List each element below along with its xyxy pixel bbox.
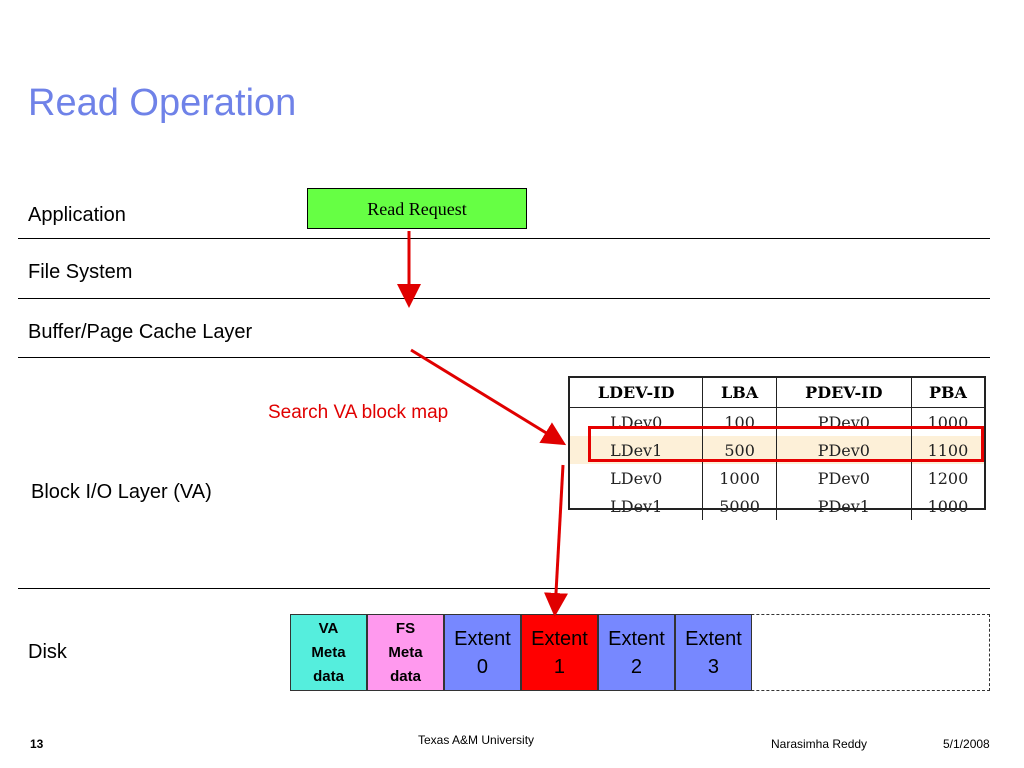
cell-line: Meta — [311, 643, 346, 661]
cell-line: data — [390, 667, 421, 685]
read-request-box: Read Request — [307, 188, 527, 229]
cell-line: VA — [318, 619, 339, 637]
divider-line — [18, 298, 990, 299]
disk-cell-fs-metadata: FS Meta data — [367, 614, 444, 691]
table-cell: 5000 — [702, 492, 777, 520]
cell-line: Extent — [531, 627, 588, 650]
layer-label-disk: Disk — [28, 641, 67, 663]
cell-line: Extent — [454, 627, 511, 650]
cell-line: 0 — [476, 655, 489, 678]
cell-line: FS — [395, 619, 416, 637]
slide-title: Read Operation — [28, 82, 297, 124]
arrow-to-block-map — [410, 348, 567, 446]
disk-cell-extent-1: Extent 1 — [521, 614, 598, 691]
cell-line: Meta — [388, 643, 423, 661]
layer-label-application: Application — [28, 204, 126, 226]
divider-line — [18, 588, 990, 589]
disk-cell-extent-0: Extent 0 — [444, 614, 521, 691]
cell-line: Extent — [685, 627, 742, 650]
divider-line — [18, 238, 990, 239]
table-cell: PDev1 — [776, 492, 912, 520]
arrow-to-extent-1 — [544, 464, 568, 617]
layer-label-buffer-cache: Buffer/Page Cache Layer — [28, 321, 253, 343]
footer-date: 5/1/2008 — [943, 737, 990, 751]
cell-line: data — [313, 667, 344, 685]
footer-author: Narasimha Reddy — [771, 737, 868, 751]
cell-line: 3 — [707, 655, 720, 678]
layer-label-file-system: File System — [28, 261, 133, 283]
search-label: Search VA block map — [268, 402, 449, 423]
table-header: LDEV-ID — [570, 378, 704, 408]
page-number: 13 — [30, 737, 44, 751]
table-row: LDev0 1000 PDev0 1200 — [570, 464, 984, 492]
table-cell: PDev0 — [776, 464, 912, 492]
table-cell: 1000 — [927, 496, 969, 516]
table-cell: LDev0 — [570, 464, 704, 492]
footer-university: Texas A&M University — [418, 733, 535, 747]
cell-line: 2 — [630, 655, 643, 678]
cell-line: 1 — [553, 655, 566, 678]
table-header: PBA — [911, 378, 984, 408]
table-cell: 1200 — [927, 468, 969, 488]
disk-cell-extent-3: Extent 3 — [675, 614, 752, 691]
highlight-box — [588, 426, 984, 462]
disk-cell-extent-2: Extent 2 — [598, 614, 675, 691]
layer-label-block-io: Block I/O Layer (VA) — [31, 481, 212, 503]
table-header: LBA — [702, 378, 777, 408]
disk-cell-va-metadata: VA Meta data — [290, 614, 367, 691]
table-cell: LDev1 — [570, 492, 704, 520]
table-row: LDev1 5000 PDev1 1000 — [570, 492, 984, 520]
table-row: LDev0 100 PDev0 1000 — [570, 407, 984, 436]
cell-line: Extent — [608, 627, 665, 650]
divider-line — [18, 357, 990, 358]
table-header: PDEV-ID — [776, 378, 912, 408]
table-cell: 1000 — [702, 464, 777, 492]
